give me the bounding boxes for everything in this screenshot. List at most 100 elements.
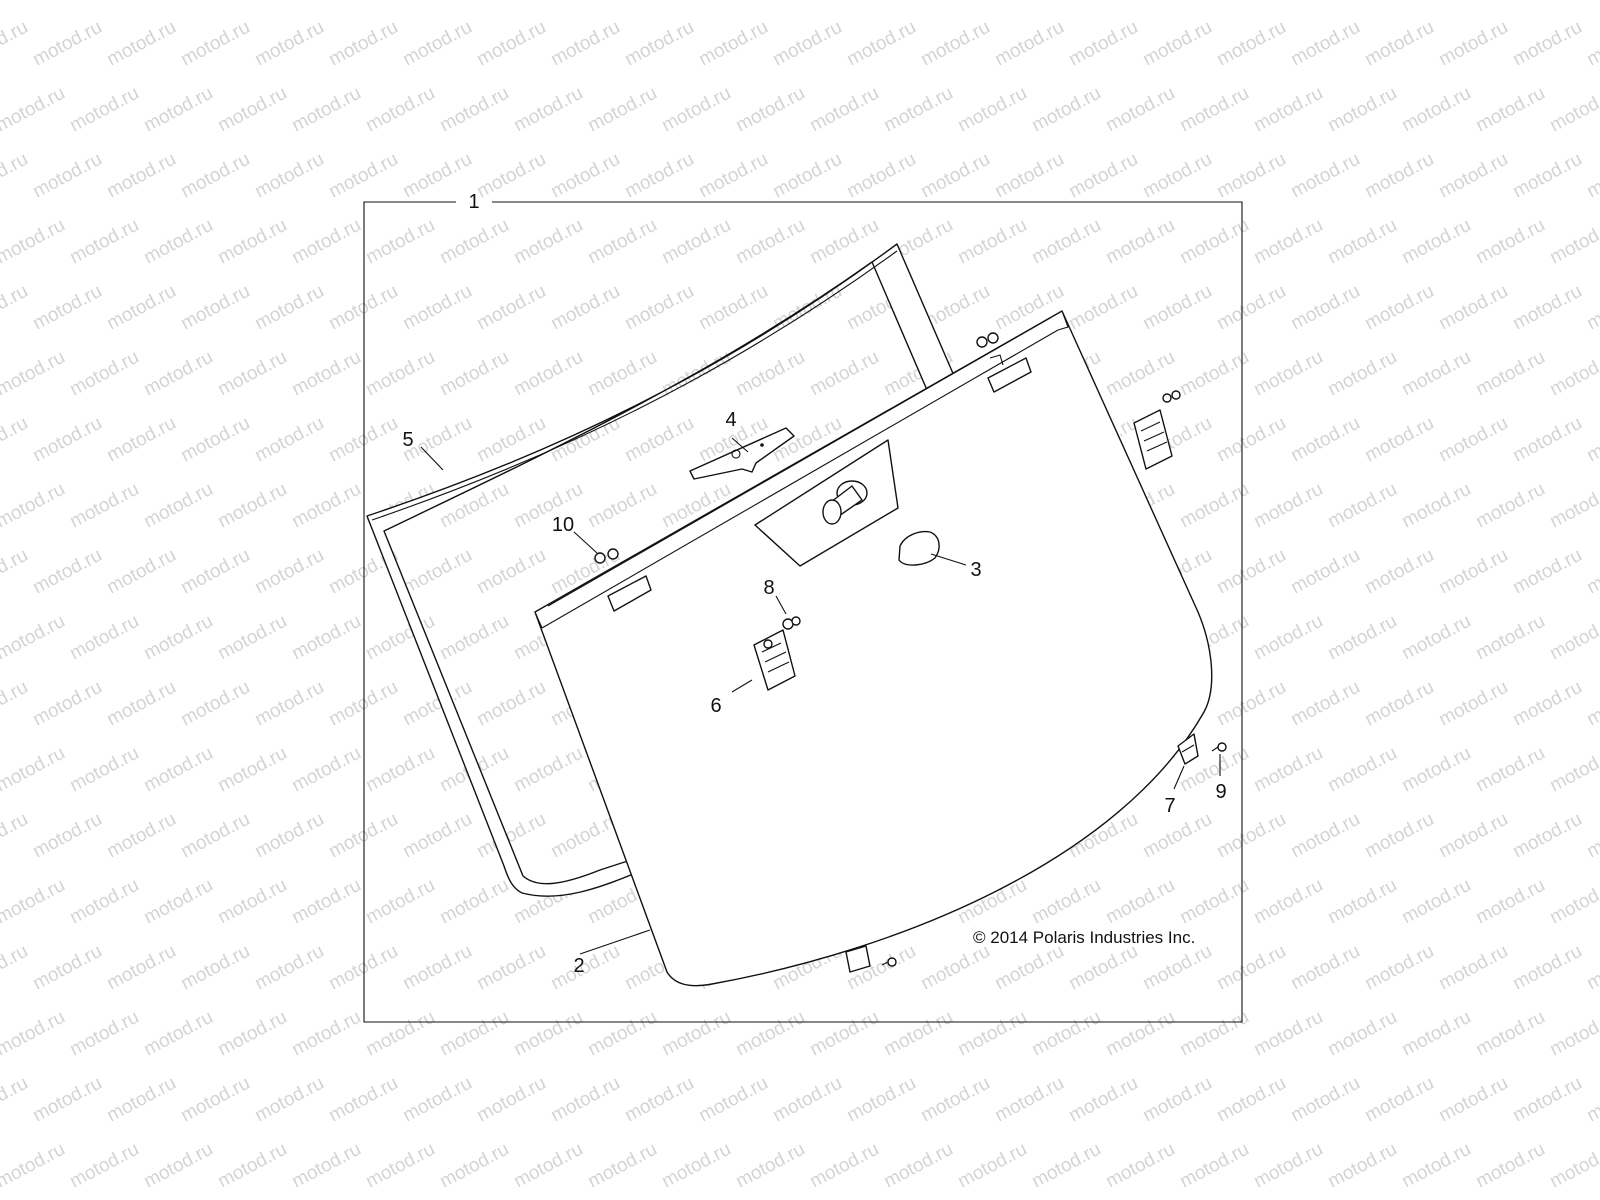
watermark-text: motod.ru xyxy=(140,1139,216,1193)
watermark-text: motod.ru xyxy=(954,215,1030,269)
watermark-text: motod.ru xyxy=(66,611,142,665)
watermark-text: motod.ru xyxy=(177,545,253,599)
watermark-text: motod.ru xyxy=(436,347,512,401)
watermark-text: motod.ru xyxy=(66,0,142,4)
watermark-text: motod.ru xyxy=(1509,281,1585,335)
watermark-text: motod.ru xyxy=(214,875,290,929)
watermark-text: motod.ru xyxy=(1472,347,1548,401)
watermark-text: motod.ru xyxy=(806,0,882,4)
watermark-text: motod.ru xyxy=(0,83,69,137)
watermark-text: motod.ru xyxy=(177,941,253,995)
watermark-text: motod.ru xyxy=(362,347,438,401)
watermark-text: motod.ru xyxy=(843,1073,919,1127)
watermark-text: motod.ru xyxy=(1028,1139,1104,1193)
watermark-text: motod.ru xyxy=(1065,17,1141,71)
watermark-text: motod.ru xyxy=(547,281,623,335)
watermark-text: motod.ru xyxy=(1213,1073,1289,1127)
watermark-text: motod.ru xyxy=(1213,413,1289,467)
callout-6: 6 xyxy=(710,695,721,717)
callout-7: 7 xyxy=(1164,795,1175,817)
watermark-text: motod.ru xyxy=(1472,83,1548,137)
watermark-text: motod.ru xyxy=(29,677,105,731)
watermark-text: motod.ru xyxy=(1028,875,1104,929)
watermark-text: motod.ru xyxy=(399,545,475,599)
watermark-text: motod.ru xyxy=(1065,149,1141,203)
watermark-text: motod.ru xyxy=(0,875,69,929)
watermark-text: motod.ru xyxy=(732,83,808,137)
watermark-text: motod.ru xyxy=(806,215,882,269)
watermark-text: motod.ru xyxy=(66,875,142,929)
watermark-text: motod.ru xyxy=(29,941,105,995)
watermark-text: motod.ru xyxy=(140,743,216,797)
watermark-text: motod.ru xyxy=(1250,1007,1326,1061)
watermark-text: motod.ru xyxy=(1139,1073,1215,1127)
watermark-text: motod.ru xyxy=(547,17,623,71)
watermark-text: motod.ru xyxy=(1583,545,1600,599)
watermark-text: motod.ru xyxy=(1509,809,1585,863)
watermark-text: motod.ru xyxy=(0,215,69,269)
watermark-text: motod.ru xyxy=(1287,677,1363,731)
watermark-text: motod.ru xyxy=(29,17,105,71)
part-7-clip xyxy=(1177,733,1199,765)
watermark-text: motod.ru xyxy=(1546,875,1600,929)
watermark-text: motod.ru xyxy=(0,677,32,731)
watermark-text: motod.ru xyxy=(1398,479,1474,533)
watermark-text: motod.ru xyxy=(1102,215,1178,269)
callout-10: 10 xyxy=(552,514,574,536)
part-9-screw xyxy=(1211,742,1227,752)
watermark-text: motod.ru xyxy=(954,1139,1030,1193)
watermark-text: motod.ru xyxy=(1435,413,1511,467)
watermark-text: motod.ru xyxy=(251,677,327,731)
watermark-text: motod.ru xyxy=(177,1073,253,1127)
watermark-text: motod.ru xyxy=(0,0,69,4)
watermark-text: motod.ru xyxy=(769,149,845,203)
watermark-text: motod.ru xyxy=(0,281,32,335)
watermark-text: motod.ru xyxy=(177,677,253,731)
watermark-text: motod.ru xyxy=(1176,1139,1252,1193)
watermark-text: motod.ru xyxy=(1324,1007,1400,1061)
watermark-text: motod.ru xyxy=(1361,809,1437,863)
watermark-text: motod.ru xyxy=(621,413,697,467)
watermark-text: motod.ru xyxy=(806,347,882,401)
watermark-text: motod.ru xyxy=(584,479,660,533)
watermark-text: motod.ru xyxy=(695,17,771,71)
watermark-text: motod.ru xyxy=(288,1007,364,1061)
watermark-text: motod.ru xyxy=(436,875,512,929)
watermark-text: motod.ru xyxy=(1287,17,1363,71)
watermark-text: motod.ru xyxy=(436,215,512,269)
watermark-text: motod.ru xyxy=(621,281,697,335)
callout-9: 9 xyxy=(1215,781,1226,803)
watermark-text: motod.ru xyxy=(1398,875,1474,929)
watermark-text: motod.ru xyxy=(29,809,105,863)
watermark-text: motod.ru xyxy=(1435,677,1511,731)
watermark-text: motod.ru xyxy=(66,215,142,269)
watermark-text: motod.ru xyxy=(1102,1007,1178,1061)
watermark-text: motod.ru xyxy=(288,743,364,797)
watermark-text: motod.ru xyxy=(1213,17,1289,71)
watermark-text: motod.ru xyxy=(621,17,697,71)
watermark-text: motod.ru xyxy=(1250,1139,1326,1193)
callouts: 1 2 3 4 5 6 7 8 9 10 xyxy=(402,191,1226,977)
watermark-text: motod.ru xyxy=(917,149,993,203)
watermark-text: motod.ru xyxy=(251,545,327,599)
watermark-text: motod.ru xyxy=(1398,1007,1474,1061)
watermark-text: motod.ru xyxy=(732,0,808,4)
watermark-text: motod.ru xyxy=(0,1073,32,1127)
watermark-text: motod.ru xyxy=(991,941,1067,995)
right-latch xyxy=(1133,390,1181,470)
watermark-text: motod.ru xyxy=(1287,413,1363,467)
watermark-text: motod.ru xyxy=(1102,1139,1178,1193)
watermark-text: motod.ru xyxy=(658,1139,734,1193)
watermark-text: motod.ru xyxy=(1398,83,1474,137)
watermark-text: motod.ru xyxy=(214,479,290,533)
watermark-text: motod.ru xyxy=(1546,1007,1600,1061)
watermark-text: motod.ru xyxy=(103,677,179,731)
watermark-text: motod.ru xyxy=(251,941,327,995)
watermark-text: motod.ru xyxy=(1361,17,1437,71)
watermark-text: motod.ru xyxy=(1435,17,1511,71)
watermark-text: motod.ru xyxy=(177,17,253,71)
watermark-text: motod.ru xyxy=(1213,809,1289,863)
watermark-text: motod.ru xyxy=(288,0,364,4)
watermark-text: motod.ru xyxy=(1102,875,1178,929)
watermark-text: motod.ru xyxy=(1250,347,1326,401)
